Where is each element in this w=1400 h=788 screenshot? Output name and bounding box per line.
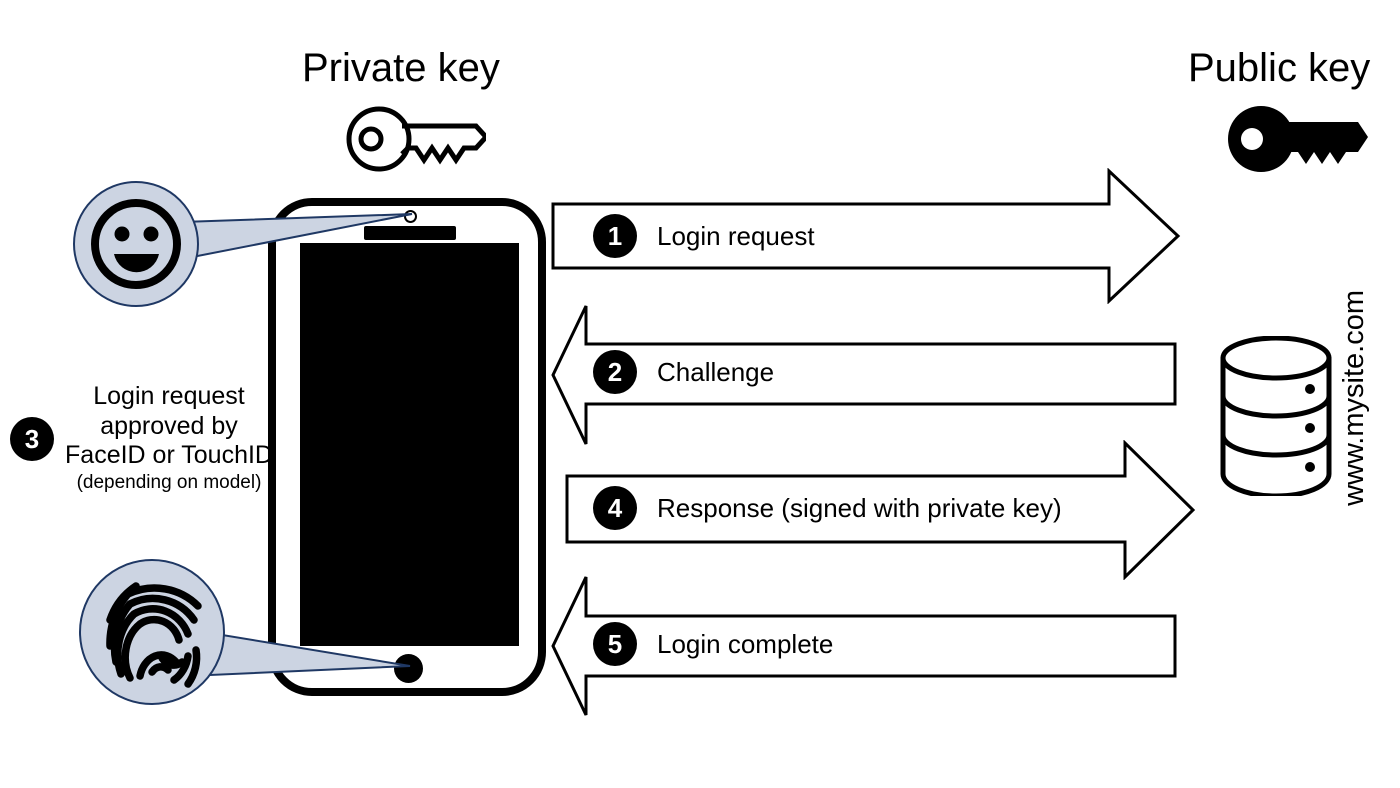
step-2-label: 2 Challenge [593, 350, 774, 394]
step-5-text: Login complete [657, 629, 834, 659]
public-key-title: Public key [1188, 46, 1371, 90]
site-url-label: www.mysite.com [1338, 290, 1370, 506]
phone-home-button[interactable] [394, 654, 423, 683]
arrow-step-1 [551, 168, 1181, 304]
step-3-line-1: Login request [93, 382, 245, 410]
step-4-label: 4 Response (signed with private key) [593, 486, 1062, 530]
arrow-step-4 [565, 440, 1196, 580]
step-3-line-4: (depending on model) [76, 471, 262, 493]
step-4-text: Response (signed with private key) [657, 493, 1062, 523]
step-1-text: Login request [657, 221, 815, 251]
key-outline-icon [346, 106, 486, 172]
fingerprint-callout [79, 559, 411, 705]
step-2-text: Challenge [657, 357, 775, 387]
step-1-badge: 1 [593, 214, 637, 258]
face-callout [73, 181, 413, 307]
step-3-badge: 3 [10, 416, 54, 461]
step-2-badge: 2 [593, 350, 637, 394]
phone-screen [300, 243, 519, 646]
phone-speaker [364, 226, 456, 240]
arrow-step-2 [551, 305, 1177, 445]
arrow-step-5 [551, 576, 1177, 716]
step-1-label: 1 Login request [593, 214, 815, 258]
step-5-badge: 5 [593, 622, 637, 666]
key-solid-icon [1228, 106, 1368, 172]
step-3-block: 3 Login request approved by FaceID or To… [10, 382, 290, 495]
step-5-label: 5 Login complete [593, 622, 833, 666]
private-key-title: Private key [302, 46, 500, 90]
step-3-line-2: approved by [100, 411, 238, 440]
step-4-badge: 4 [593, 486, 637, 530]
database-cylinder-icon [1220, 336, 1332, 496]
step-3-text: Login request approved by FaceID or Touc… [64, 382, 274, 495]
step-3-line-3: FaceID or TouchID [65, 441, 273, 469]
